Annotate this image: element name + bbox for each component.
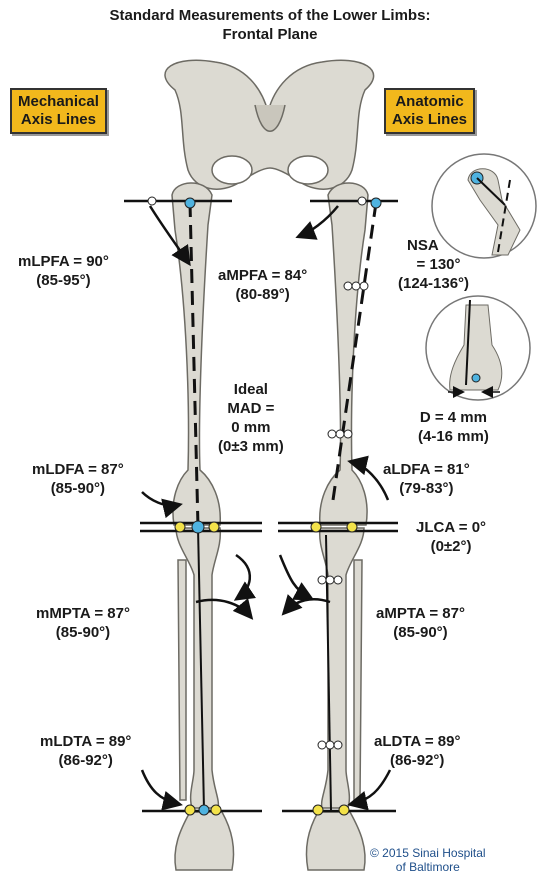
- feet: [175, 812, 365, 870]
- femurs: [172, 183, 368, 525]
- mmpta-label: mMPTA = 87° (85-90°): [36, 604, 130, 642]
- label-name: aMPTA = 87°: [376, 604, 465, 623]
- label-name: aLDTA = 89°: [374, 732, 460, 751]
- mlpfa-label: mLPFA = 90° (85-95°): [18, 252, 109, 290]
- label-range: (85-90°): [32, 479, 124, 498]
- badge-line: Axis Lines: [392, 111, 467, 129]
- jlca-label: JLCA = 0° (0±2°): [416, 518, 486, 556]
- label-name: mLDTA = 89°: [40, 732, 131, 751]
- badge-line: Mechanical: [18, 93, 99, 111]
- mad-line: Ideal: [218, 380, 284, 399]
- label-name: JLCA = 0°: [416, 518, 486, 537]
- mad-line: 0 mm: [218, 418, 284, 437]
- label-range: (80-89°): [218, 285, 307, 304]
- mldfa-label: mLDFA = 87° (85-90°): [32, 460, 124, 498]
- aldta-label: aLDTA = 89° (86-92°): [374, 732, 460, 770]
- label-value: = 130°: [398, 255, 469, 274]
- label-name: mLPFA = 90°: [18, 252, 109, 271]
- nsa-value-label: = 130° (124-136°): [398, 255, 469, 293]
- label-range: (86-92°): [40, 751, 131, 770]
- nsa-inset: [432, 154, 536, 258]
- label-name: NSA: [407, 236, 439, 255]
- label-name: aMPFA = 84°: [218, 266, 307, 285]
- mad-line: (0±3 mm): [218, 437, 284, 456]
- label-name: D = 4 mm: [418, 408, 489, 427]
- badge-line: Anatomic: [392, 93, 467, 111]
- label-range: (85-90°): [36, 623, 130, 642]
- mldta-label: mLDTA = 89° (86-92°): [40, 732, 131, 770]
- copyright-line: of Baltimore: [370, 860, 486, 874]
- copyright-notice: © 2015 Sinai Hospital of Baltimore: [370, 846, 486, 874]
- anatomic-axis-badge: Anatomic Axis Lines: [384, 88, 475, 134]
- d-inset: [426, 296, 530, 400]
- label-range: (124-136°): [398, 274, 469, 293]
- ampta-label: aMPTA = 87° (85-90°): [376, 604, 465, 642]
- label-range: (85-95°): [18, 271, 109, 290]
- label-name: aLDFA = 81°: [383, 460, 470, 479]
- nsa-label: NSA: [407, 236, 439, 255]
- label-range: (86-92°): [374, 751, 460, 770]
- label-range: (0±2°): [416, 537, 486, 556]
- label-name: mLDFA = 87°: [32, 460, 124, 479]
- label-range: (85-90°): [376, 623, 465, 642]
- mad-line: MAD =: [218, 399, 284, 418]
- pelvis: [165, 60, 374, 189]
- copyright-line: © 2015 Sinai Hospital: [370, 846, 486, 860]
- mad-label: Ideal MAD = 0 mm (0±3 mm): [218, 380, 284, 456]
- tibias: [176, 528, 364, 808]
- ampfa-label: aMPFA = 84° (80-89°): [218, 266, 307, 304]
- d-label: D = 4 mm (4-16 mm): [418, 408, 489, 446]
- label-name: mMPTA = 87°: [36, 604, 130, 623]
- aldfa-label: aLDFA = 81° (79-83°): [383, 460, 470, 498]
- mechanical-axis-badge: Mechanical Axis Lines: [10, 88, 107, 134]
- label-range: (79-83°): [383, 479, 470, 498]
- label-range: (4-16 mm): [418, 427, 489, 446]
- badge-line: Axis Lines: [18, 111, 99, 129]
